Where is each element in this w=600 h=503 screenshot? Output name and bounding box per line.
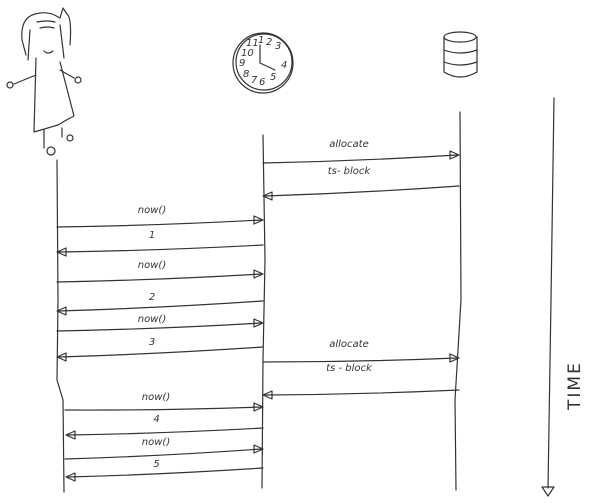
arrowhead-icon: [65, 430, 76, 440]
clock-numeral: 8: [243, 69, 249, 80]
message-arrow: [64, 448, 262, 460]
message-9: allocate: [262, 339, 460, 363]
clock-numeral: 9: [239, 58, 245, 69]
message-label: now(): [142, 437, 170, 448]
message-label: now(): [138, 260, 166, 271]
message-4: 1: [56, 230, 264, 257]
message-6: 2: [56, 292, 264, 316]
arrowhead-icon: [449, 150, 460, 160]
clock-numeral: 1: [258, 35, 264, 46]
clock-numeral: 2: [266, 37, 272, 48]
message-label: allocate: [329, 139, 369, 150]
database-icon: [443, 31, 478, 78]
message-1: allocate: [262, 139, 460, 164]
message-arrow: [64, 406, 262, 411]
user-lifeline: [56, 159, 65, 493]
message-arrow: [67, 427, 264, 436]
arrowhead-icon: [253, 318, 264, 328]
message-arrow: [58, 244, 264, 253]
message-label: ts- block: [328, 166, 372, 177]
message-arrow: [67, 467, 264, 478]
clock-lifeline: [261, 134, 266, 489]
arrowhead-icon: [253, 215, 264, 225]
message-3: now(): [56, 205, 264, 228]
message-label: 5: [153, 459, 159, 470]
message-arrow: [264, 389, 460, 396]
clock-numeral: 11: [246, 38, 259, 49]
clock-numeral: 3: [275, 41, 281, 52]
message-label: 4: [153, 414, 159, 425]
clock-numeral: 10: [241, 48, 254, 59]
arrowhead-icon: [262, 191, 273, 201]
time-axis-label: TIME: [565, 361, 585, 411]
message-8: 3: [56, 337, 264, 362]
clock-numeral: 6: [259, 77, 265, 88]
message-label: 2: [149, 292, 155, 303]
message-label: 1: [149, 230, 155, 241]
person-icon: [6, 7, 82, 156]
message-5: now(): [56, 260, 264, 283]
message-arrow: [56, 219, 262, 228]
clock-numeral: 5: [270, 72, 276, 83]
message-7: now(): [56, 314, 264, 332]
message-label: allocate: [329, 339, 369, 350]
message-14: 5: [65, 459, 264, 482]
arrowhead-icon: [56, 306, 67, 316]
time-axis-arrowhead: [541, 486, 555, 497]
message-12: 4: [65, 414, 264, 440]
message-arrow: [58, 300, 264, 312]
arrowhead-icon: [449, 353, 460, 363]
clock-numeral: 7: [251, 75, 258, 86]
message-13: now(): [64, 437, 264, 460]
arrowhead-icon: [253, 444, 264, 454]
message-arrow: [58, 346, 264, 358]
message-arrow: [262, 154, 458, 164]
message-arrow: [264, 185, 460, 197]
arrowhead-icon: [65, 472, 76, 482]
arrowhead-icon: [253, 402, 264, 412]
arrowhead-icon: [253, 269, 264, 279]
message-label: now(): [142, 392, 170, 403]
database-lifeline: [454, 111, 462, 491]
message-label: 3: [149, 337, 155, 348]
message-10: ts - block: [262, 363, 460, 400]
arrowhead-icon: [56, 352, 67, 362]
clock-numeral: 4: [281, 60, 287, 71]
message-11: now(): [64, 392, 264, 412]
arrowhead-icon: [262, 390, 273, 400]
message-label: now(): [138, 314, 166, 325]
time-axis-line: [547, 97, 555, 489]
arrowhead-icon: [56, 247, 67, 257]
message-arrow: [56, 322, 262, 332]
message-2: ts- block: [262, 166, 460, 201]
message-arrow: [56, 273, 262, 283]
message-label: now(): [138, 205, 166, 216]
message-label: ts - block: [326, 363, 373, 374]
message-arrow: [262, 357, 458, 363]
